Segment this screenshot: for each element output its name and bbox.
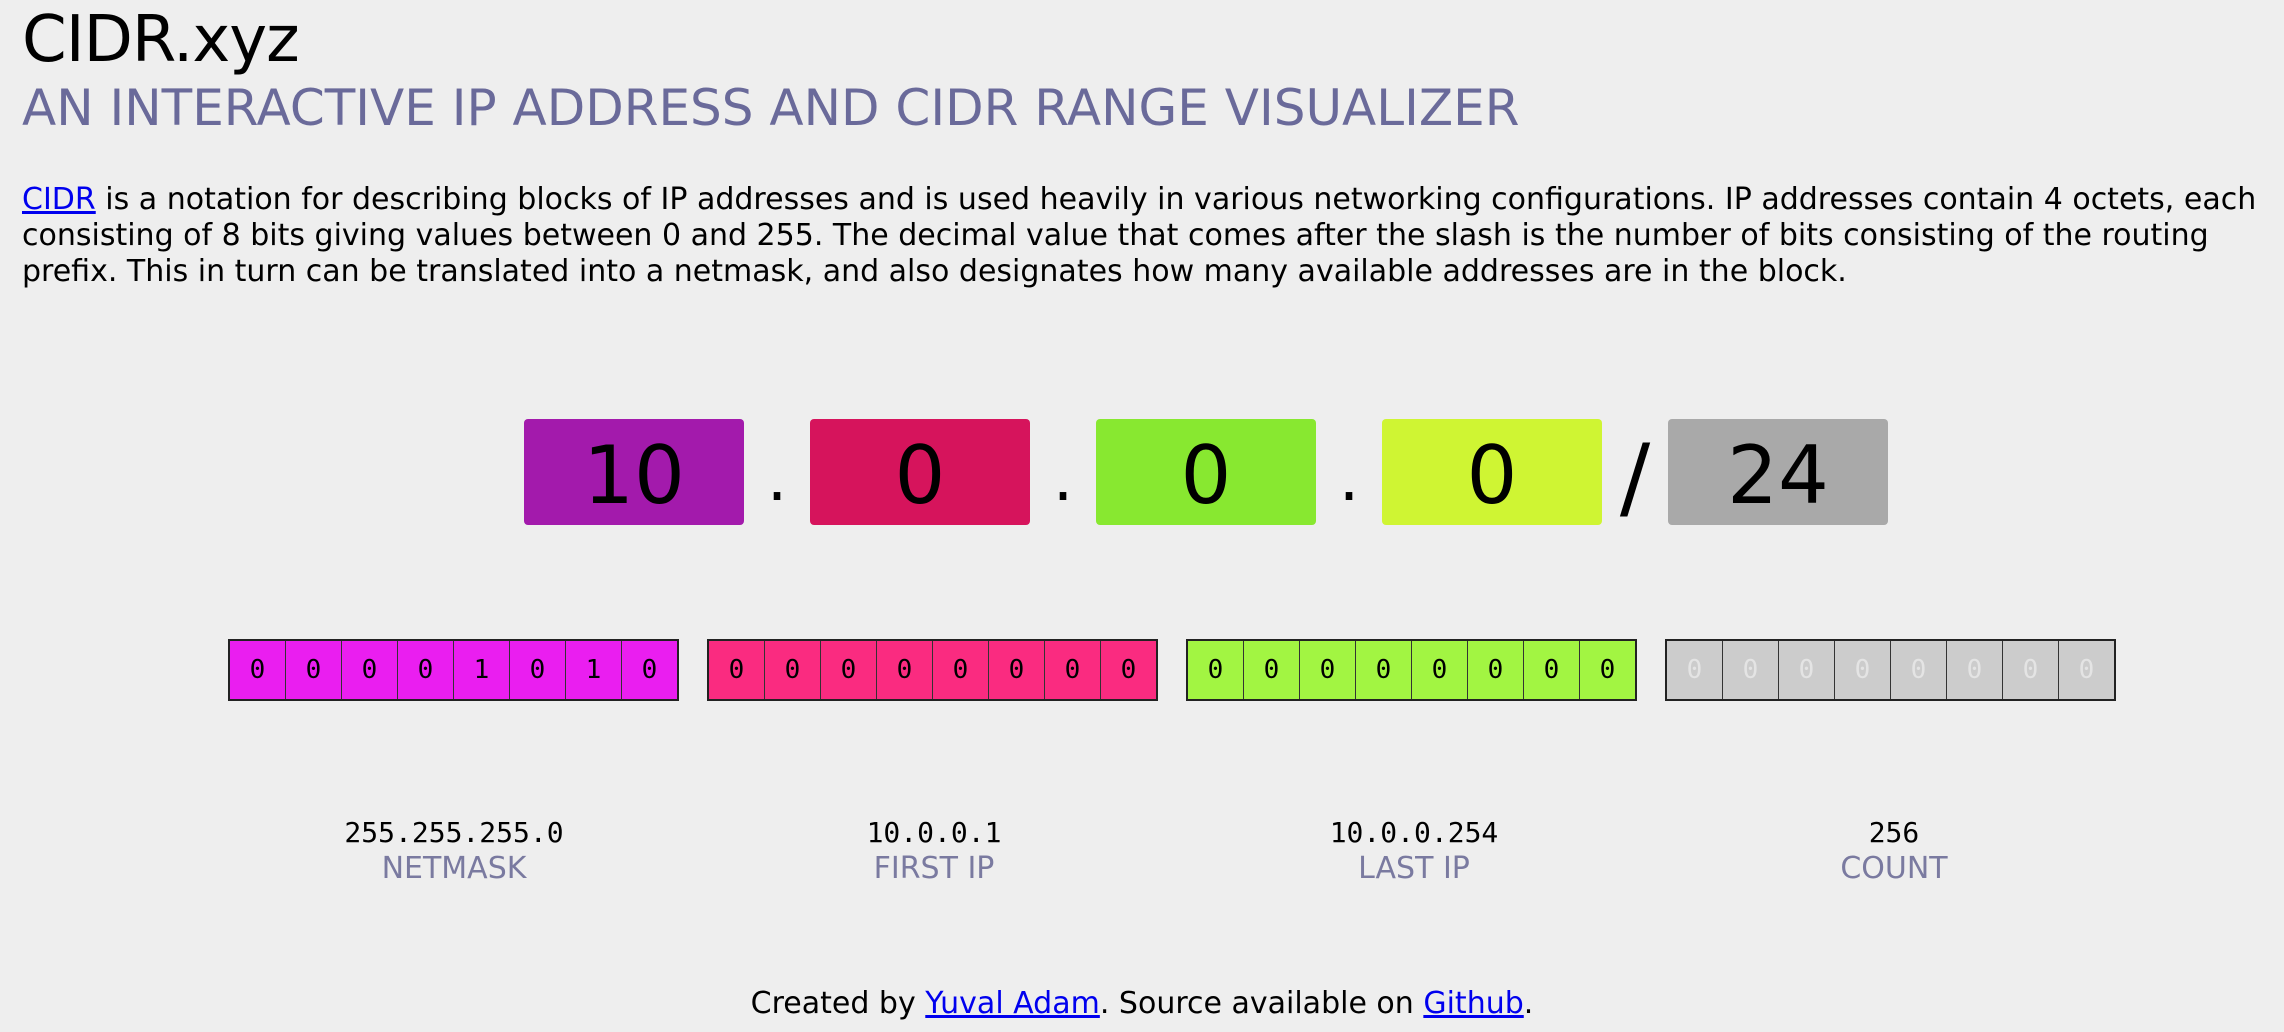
- last-ip-value: 10.0.0.254: [1329, 816, 1499, 849]
- first-ip-label: FIRST IP: [873, 851, 995, 886]
- site-title: CIDR.xyz: [22, 3, 300, 77]
- intro-text: is a notation for describing blocks of I…: [22, 182, 2257, 289]
- bit-cell[interactable]: 0: [1835, 641, 1891, 699]
- bit-cell[interactable]: 0: [1101, 641, 1156, 699]
- bit-cell[interactable]: 0: [1188, 641, 1244, 699]
- cidr-wiki-link[interactable]: CIDR: [22, 182, 96, 217]
- octet-4-input[interactable]: 0: [1382, 419, 1602, 525]
- bit-cell[interactable]: 0: [1244, 641, 1300, 699]
- intro-paragraph: CIDR is a notation for describing blocks…: [22, 182, 2272, 290]
- octet-separator: .: [1338, 442, 1360, 516]
- count-stat: 256 COUNT: [1668, 815, 2120, 887]
- bit-cell[interactable]: 0: [398, 641, 454, 699]
- github-link[interactable]: Github: [1423, 986, 1524, 1021]
- bit-cell[interactable]: 0: [1779, 641, 1835, 699]
- site-subtitle: AN INTERACTIVE IP ADDRESS AND CIDR RANGE…: [22, 79, 1520, 137]
- bit-cell[interactable]: 0: [286, 641, 342, 699]
- bit-cell[interactable]: 0: [1891, 641, 1947, 699]
- bit-cell[interactable]: 0: [821, 641, 877, 699]
- bit-cell[interactable]: 0: [1045, 641, 1101, 699]
- bit-cell[interactable]: 0: [342, 641, 398, 699]
- first-ip-value: 10.0.0.1: [866, 816, 1002, 849]
- count-label: COUNT: [1840, 851, 1948, 886]
- prefix-length-input[interactable]: 24: [1668, 419, 1888, 525]
- octet-3-input[interactable]: 0: [1096, 419, 1316, 525]
- last-ip-stat: 10.0.0.254 LAST IP: [1188, 815, 1640, 887]
- bit-cell[interactable]: 0: [989, 641, 1045, 699]
- bit-cell[interactable]: 0: [1723, 641, 1779, 699]
- footer-prefix: Created by: [750, 986, 926, 1021]
- bit-cell[interactable]: 0: [1468, 641, 1524, 699]
- first-ip-stat: 10.0.0.1 FIRST IP: [708, 815, 1160, 887]
- author-link[interactable]: Yuval Adam: [925, 986, 1100, 1021]
- bit-cell[interactable]: 0: [877, 641, 933, 699]
- footer-middle: . Source available on: [1099, 986, 1424, 1021]
- octet-1-input[interactable]: 10: [524, 419, 744, 525]
- octet-2-input[interactable]: 0: [810, 419, 1030, 525]
- count-value: 256: [1868, 816, 1920, 849]
- bit-cell[interactable]: 0: [2003, 641, 2059, 699]
- bit-cell[interactable]: 0: [765, 641, 821, 699]
- bit-cell[interactable]: 0: [933, 641, 989, 699]
- bit-cell[interactable]: 0: [1412, 641, 1468, 699]
- bit-cell[interactable]: 1: [566, 641, 622, 699]
- netmask-stat: 255.255.255.0 NETMASK: [228, 815, 680, 887]
- octet-separator: .: [766, 442, 788, 516]
- bit-cell[interactable]: 0: [510, 641, 566, 699]
- bit-cell[interactable]: 0: [622, 641, 677, 699]
- bit-cell[interactable]: 0: [2059, 641, 2114, 699]
- footer: Created by Yuval Adam. Source available …: [0, 984, 2284, 1024]
- netmask-label: NETMASK: [381, 851, 527, 886]
- bit-cell[interactable]: 0: [1300, 641, 1356, 699]
- footer-suffix: .: [1523, 986, 1534, 1021]
- prefix-slash: /: [1619, 424, 1651, 530]
- bit-cell[interactable]: 0: [1356, 641, 1412, 699]
- ip-input-row: 10 . 0 . 0 . 0 / 24: [524, 419, 1888, 530]
- bit-cell[interactable]: 0: [230, 641, 286, 699]
- bit-cell[interactable]: 0: [1667, 641, 1723, 699]
- bit-cell[interactable]: 1: [454, 641, 510, 699]
- netmask-value: 255.255.255.0: [344, 816, 564, 849]
- octet-separator: .: [1052, 442, 1074, 516]
- bit-cell[interactable]: 0: [1580, 641, 1635, 699]
- bit-cell[interactable]: 0: [709, 641, 765, 699]
- last-ip-label: LAST IP: [1358, 851, 1470, 886]
- bit-cell[interactable]: 0: [1524, 641, 1580, 699]
- bit-cell[interactable]: 0: [1947, 641, 2003, 699]
- stats-row: 255.255.255.0 NETMASK 10.0.0.1 FIRST IP …: [228, 815, 2120, 887]
